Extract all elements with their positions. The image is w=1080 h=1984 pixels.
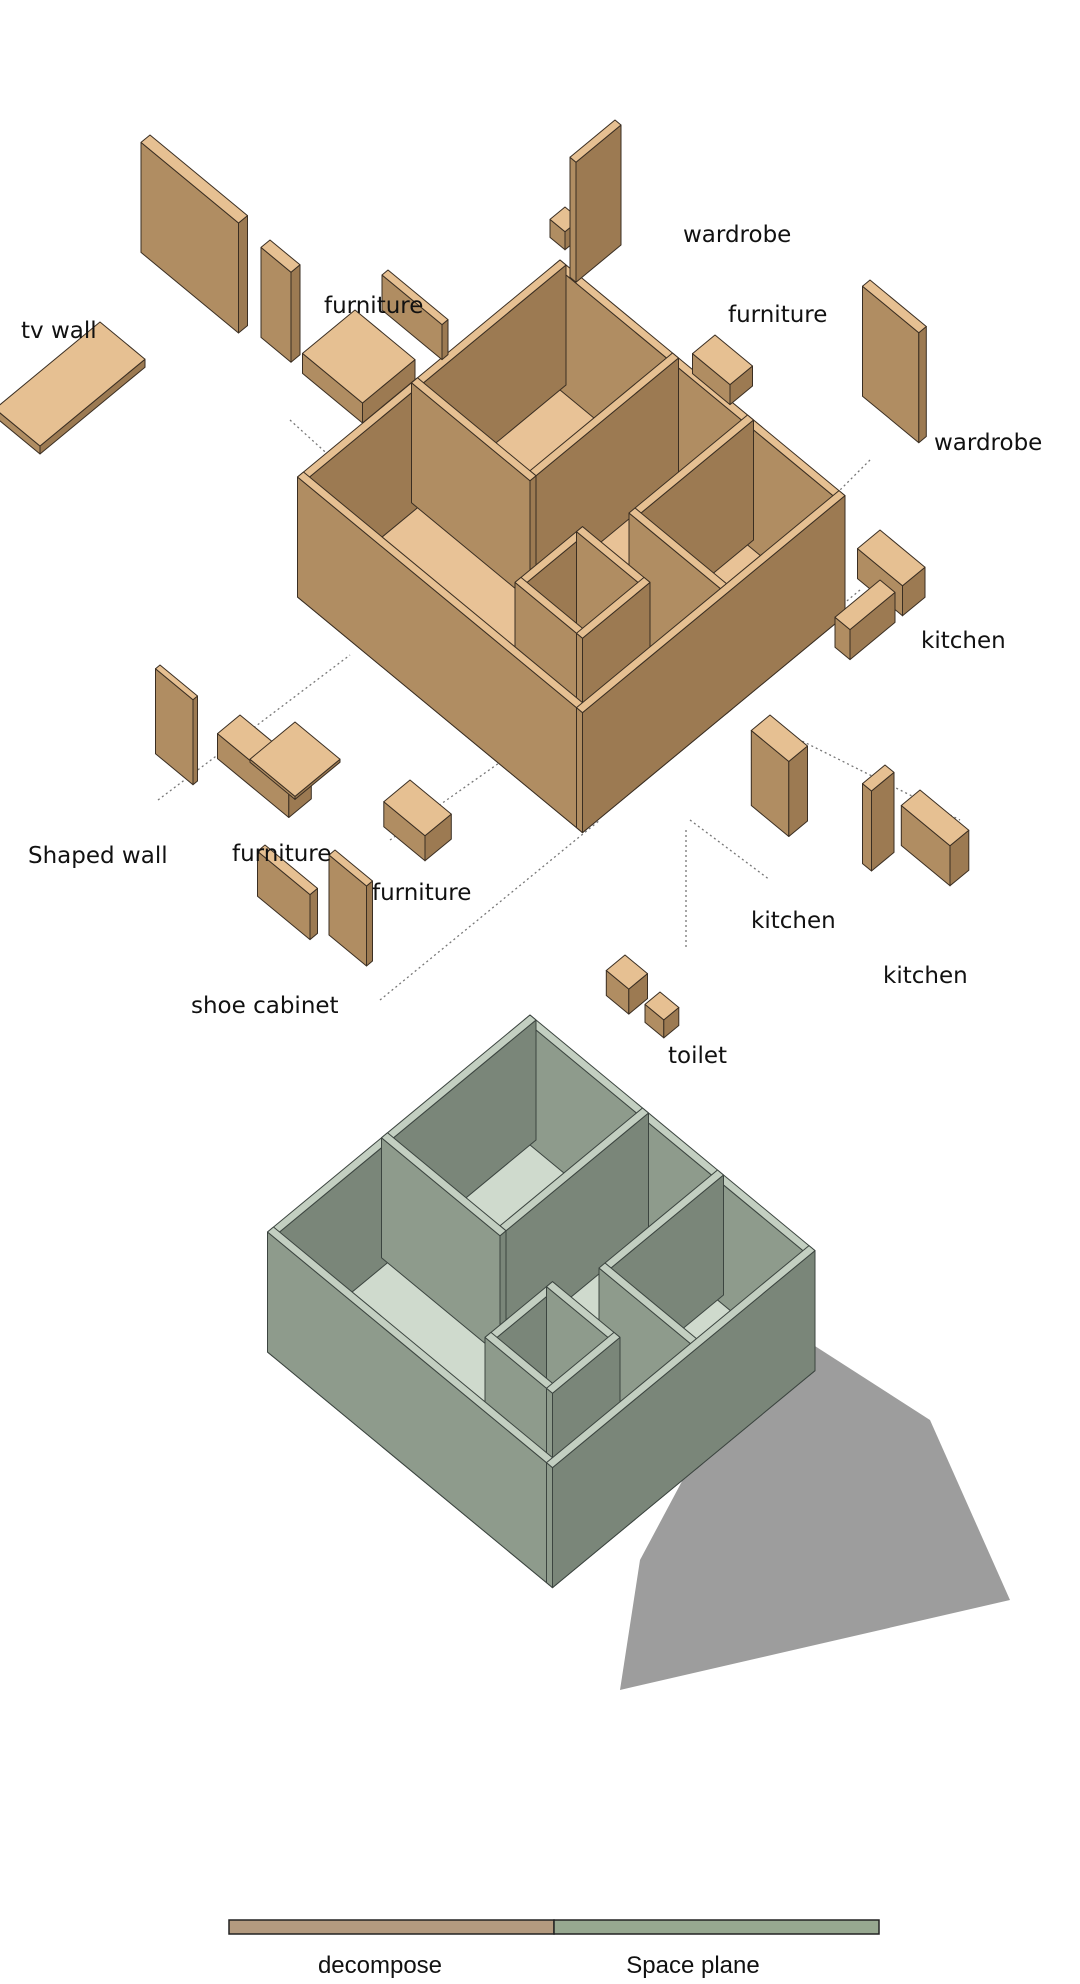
toilet-bowl-top-face [644,991,680,1021]
wardrobe-top-top-face [569,119,622,163]
label-kitchen-right: kitchen [921,628,1006,654]
desk-top-face [692,334,753,386]
toilet-vanity-top-face [605,954,648,990]
leader-line [779,729,961,821]
tv-wall-floor-top-face [0,321,146,447]
bed-headboard-top-face [381,269,449,326]
shoe-cabinet-top-face [257,844,318,896]
legend-swatch-decompose [228,1919,555,1935]
bed-top-face [302,309,416,404]
wardrobe-top-left-face [569,156,577,283]
shaped-wall-top-face [155,664,198,701]
leader-line [379,819,601,1001]
shaped-wall-left-face [155,668,194,786]
dining-table-top-face [383,779,452,837]
kitchen-tall-left-face [862,783,872,872]
label-furniture-bed: furniture [324,293,423,319]
label-shaped-wall: Shaped wall [28,843,168,869]
shoe-cabinet-right-face [309,887,318,941]
label-furniture-dining: furniture [372,880,471,906]
legend-swatch-space-plane [553,1919,880,1935]
shaped-wall-right-face [192,695,198,786]
component-labels: tv wall furniture wardrobe furniture war… [21,222,1042,1069]
tv-wall-shelf-right-face [290,264,301,363]
kitchen-bottom-top-face [750,714,808,762]
label-toilet: toilet [668,1043,727,1069]
label-kitchen-tall: kitchen [883,963,968,989]
label-furniture-desk: furniture [728,302,827,328]
tv-wall-panel-right-face [238,215,248,334]
legend-label-decompose: decompose [318,1952,442,1979]
exploded-components [0,119,970,1039]
label-furniture-sofa: furniture [232,841,331,867]
label-wardrobe-top: wardrobe [683,222,791,248]
label-wardrobe-right: wardrobe [934,430,1042,456]
interior-wall-top-face [381,1132,507,1237]
kitchen-right-counter-top-face [834,579,896,631]
tv-wall-shelf-top-face [260,239,301,273]
shoe-cabinet-panel-top-face [328,849,373,887]
legend: decompose Space plane [228,1919,880,1979]
space-plane-apartment-model [267,1014,816,1589]
bed-headboard-right-face [441,319,449,361]
leader-line [689,819,771,881]
wardrobe-right-right-face [918,326,927,444]
kitchen-right-counter-top-face [857,529,926,587]
label-kitchen-bottom: kitchen [751,908,836,934]
exploded-apartment-model [297,259,846,834]
front-wall-left-face [576,707,583,834]
front-wall-left-face [546,1462,553,1589]
front-wall-top-face [546,1245,816,1469]
label-tv-wall: tv wall [21,318,97,344]
wardrobe-right-top-face [862,279,927,334]
front-wall-top-face [576,490,846,714]
legend-label-space-plane: Space plane [626,1952,759,1979]
rug-top-face [249,721,341,797]
bathroom-wall-top-face [576,576,651,639]
label-shoe-cabinet: shoe cabinet [191,993,339,1019]
kitchen-tall-counter-top-face [900,789,970,847]
tv-wall-panel-top-face [140,134,248,224]
kitchen-tall-top-face [862,764,895,792]
bathroom-wall-top-face [546,1331,621,1394]
